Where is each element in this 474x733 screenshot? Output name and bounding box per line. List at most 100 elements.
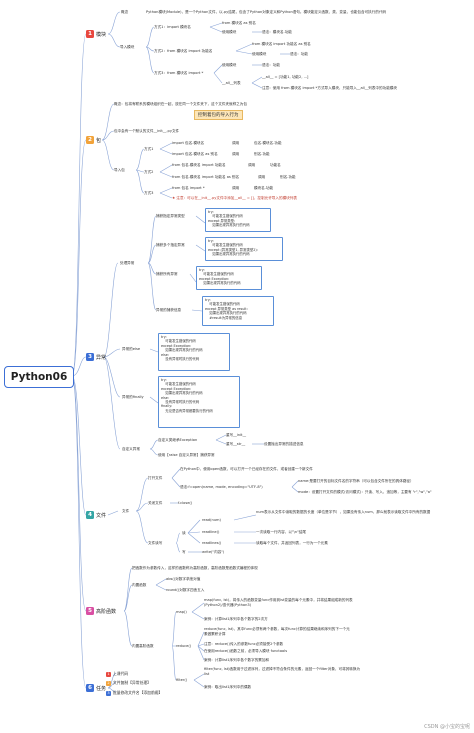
task-item: 2 文件复制【异常处理】 [106, 680, 151, 686]
node-r2: readline() [202, 530, 220, 534]
node-all-b: 注意：使用 from 模块名 import *方式导入模块，只能导入__all_… [262, 86, 398, 90]
node-module-concept: Python模块(Module)，是一个Python文件，以.py结尾，包含了P… [146, 10, 387, 14]
node-cust1: 自定义类继承Exception [158, 438, 198, 442]
node-write: 写 [182, 550, 186, 554]
node-fil1: filter(func, lst)函数用于过滤序列，过滤掉不符合条件的元素，返回… [204, 667, 361, 676]
node-h4: 异常的捕获信息 [156, 308, 182, 312]
category-title: 模块 [96, 31, 107, 38]
node-handle-exception: 处理异常 [120, 261, 135, 265]
node-w1f: 别名.功能 [254, 152, 270, 156]
node-w2d: from 包名.模块名 import 功能名 as 别名 [172, 175, 240, 179]
node-cust1c: 设置抛出异常的描述信息 [264, 442, 304, 446]
node-w3: 方式3 [144, 191, 154, 195]
category-higher-order: 5 高阶函数 [86, 607, 116, 615]
node-r1: read(num) [202, 518, 221, 522]
node-w2a: from 包名.模块名 import 功能名 [172, 163, 226, 167]
task-text: 批量修改文件名【添加前缀】 [113, 690, 163, 695]
node-init-file: 包中会有一个默认的文件__init__.py文件 [114, 129, 180, 133]
node-reduce: reduce() [176, 644, 192, 648]
node-red3: 在使用reduce()函数之前，必须导入模块 functools [204, 649, 288, 653]
task-text: 文件复制【异常处理】 [113, 680, 151, 685]
node-close-a: f.close() [178, 501, 193, 505]
node-r2a: 一次读取一行内容，以"\n"结尾 [256, 530, 306, 534]
node-import-package: 导入包 [114, 168, 125, 172]
node-m1: 方式1：import 模块名 [154, 25, 191, 29]
code-box-h1: try: 可能发生错误的代码 except 异常类型: 如果出现异常执行的代码 [205, 208, 271, 232]
task-badge-icon: 3 [106, 690, 111, 696]
node-custom-exception: 自定义异常 [122, 447, 140, 451]
badge-3: 3 [86, 353, 94, 361]
node-file: 文件 [122, 509, 130, 513]
node-b2: round()对数字四舍五入 [166, 588, 205, 592]
node-filter: filter() [176, 678, 188, 682]
category-title: 异常 [96, 354, 107, 361]
category-title: 高阶函数 [96, 608, 117, 615]
node-h1: 捕获指定异常类型 [156, 214, 185, 218]
node-o1: 在Python中，使用open函数，可以打开一个已经存在的文件，或者创建一个新文… [180, 467, 313, 471]
node-m2a: from 模块名 import 功能名 as 别名 [252, 42, 311, 46]
node-o2: 语法:f=open(name, mode, encoding="UTF-8") [180, 485, 263, 489]
node-m2c: 语法：功能 [290, 52, 308, 56]
node-w3b: 调用 [232, 186, 240, 190]
category-title: 包 [96, 137, 102, 144]
category-title: 任务 [96, 685, 107, 692]
task-badge-icon: 1 [106, 671, 111, 677]
node-else: 异常的else [122, 347, 141, 351]
badge-4: 4 [86, 511, 94, 519]
task-badge-icon: 2 [106, 680, 111, 686]
node-m3b: 语法：功能 [262, 63, 280, 67]
category-tasks: 6 任务 [86, 684, 106, 692]
node-w2e: 调用 [258, 175, 266, 179]
node-w1e: 调用 [232, 152, 240, 156]
node-w2b: 调用 [248, 163, 256, 167]
node-o2a: name:是要打开的目标文件名的字符串（可以包含文件所在的具体路径） [298, 479, 414, 483]
task-item: 3 批量修改文件名【添加前缀】 [106, 690, 162, 696]
node-w2f: 别名.功能 [280, 175, 296, 179]
node-import-module: 导入模块 [120, 45, 135, 49]
node-w2c: 功能名 [270, 163, 281, 167]
node-package-concept: 概念：包将有联系的模块组织在一起，放在同一个文件夹下，这个文件夹就称之为包 [114, 102, 247, 106]
node-h2: 捕获多个指定异常 [156, 243, 185, 247]
category-package: 2 包 [86, 136, 101, 144]
category-module: 1 模块 [86, 30, 106, 38]
node-b1: abs()对数字求绝对值 [166, 577, 201, 581]
node-m3a: 使用模块 [222, 63, 237, 67]
node-w3-note: ★ 注意：可以在__init__.py文件中添加__all__ = []，控制允… [172, 196, 297, 201]
node-all-a: __all__ = [功能1, 功能2, ...] [262, 75, 309, 79]
node-w1b: 调用 [232, 141, 240, 145]
node-m2: 方式2：from 模块名 import 功能名 [154, 49, 213, 53]
node-all-label: __all__列表 [222, 81, 241, 85]
badge-6: 6 [86, 684, 94, 692]
node-hof-concept: 把函数作为参数传入，这样的函数称为高阶函数，高阶函数是函数式编程的体现 [132, 566, 258, 570]
node-m2b: 使用模块 [252, 52, 267, 56]
node-map1: map(func, lst)，将传入的函数变量func作用到lst变量的每个元素… [204, 598, 353, 607]
node-cust1a: 重写__init__ [226, 433, 247, 437]
node-o2b: mode：设置打开文件的模式(访问模式)：只读、写入、追加等，主要有 "r","… [298, 490, 432, 494]
node-r1a: num表示从文件中读取的数据的长度（单位是字节），如果没有传入num，那么就表示… [256, 510, 431, 514]
node-m1c: 语法：模块名.功能 [262, 30, 292, 34]
badge-5: 5 [86, 607, 94, 615]
node-builtin-hof: 内置高阶函数 [132, 644, 154, 648]
node-map: map() [176, 610, 187, 614]
node-cust1b: 重写__str__ [226, 442, 246, 446]
node-file-rw: 文件读写 [148, 541, 163, 545]
watermark: CSDN @小宝的宝呢 [424, 724, 470, 730]
category-exception: 3 异常 [86, 353, 106, 361]
code-box-h3: try: 可能发生错误的代码 except Exception: 如果出现异常执… [196, 266, 262, 290]
node-w1: 方式1 [144, 147, 154, 151]
star-icon: ★ [172, 196, 177, 200]
node-red1: reduce(func, lst)，其中func必须有两个参数，每次func计算… [204, 627, 350, 636]
code-box-finally: try: 可能发生错误的代码 except Exception: 如果出现异常执… [158, 376, 240, 428]
task-text: 上课代码 [113, 671, 129, 676]
node-builtin: 内置函数 [132, 583, 147, 587]
category-title: 文件 [96, 512, 107, 519]
node-w1c: 包名.模块名.功能 [254, 141, 282, 145]
badge-2: 2 [86, 136, 94, 144]
node-map2: 案例：计算list1序列中各个数字的2次方 [204, 617, 268, 621]
node-red2: 注意：reduce()传入的参数func必须接受2个参数 [204, 642, 284, 646]
node-w1: write("内容") [202, 550, 225, 554]
root-node: Python06 [4, 366, 74, 388]
badge-1: 1 [86, 30, 94, 38]
